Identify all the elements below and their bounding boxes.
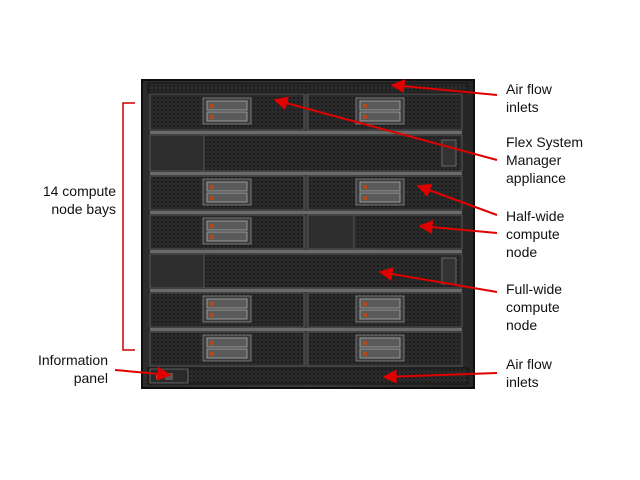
top-air-vent bbox=[147, 82, 469, 94]
bay-row-5 bbox=[149, 253, 463, 289]
arrow-info-panel bbox=[114, 366, 172, 381]
bay-row-7 bbox=[149, 331, 463, 367]
arrow-half-wide-2 bbox=[418, 220, 498, 235]
bay-row-2 bbox=[149, 134, 463, 172]
bay-row-4 bbox=[149, 214, 463, 250]
arrow-half-wide-1 bbox=[416, 183, 498, 216]
arrow-air-flow-bottom bbox=[382, 369, 498, 384]
arrow-full-wide bbox=[378, 267, 498, 293]
label-fsm-appliance: Flex System Manager appliance bbox=[506, 134, 584, 186]
bays-bracket bbox=[122, 102, 135, 351]
label-air-flow-bottom: Air flow inlets bbox=[506, 356, 552, 390]
arrow-air-flow-top bbox=[390, 79, 498, 96]
bay-row-6 bbox=[149, 292, 463, 328]
bay-row-1 bbox=[149, 93, 463, 131]
label-bays: 14 compute node bays bbox=[42, 183, 116, 217]
label-info-panel: Information panel bbox=[37, 352, 108, 386]
arrow-fsm bbox=[273, 96, 498, 161]
label-air-flow-top: Air flow inlets bbox=[506, 81, 552, 115]
label-full-wide: Full-wide compute node bbox=[506, 281, 563, 333]
callout-arrows bbox=[114, 79, 498, 384]
label-half-wide: Half-wide compute node bbox=[506, 208, 565, 260]
